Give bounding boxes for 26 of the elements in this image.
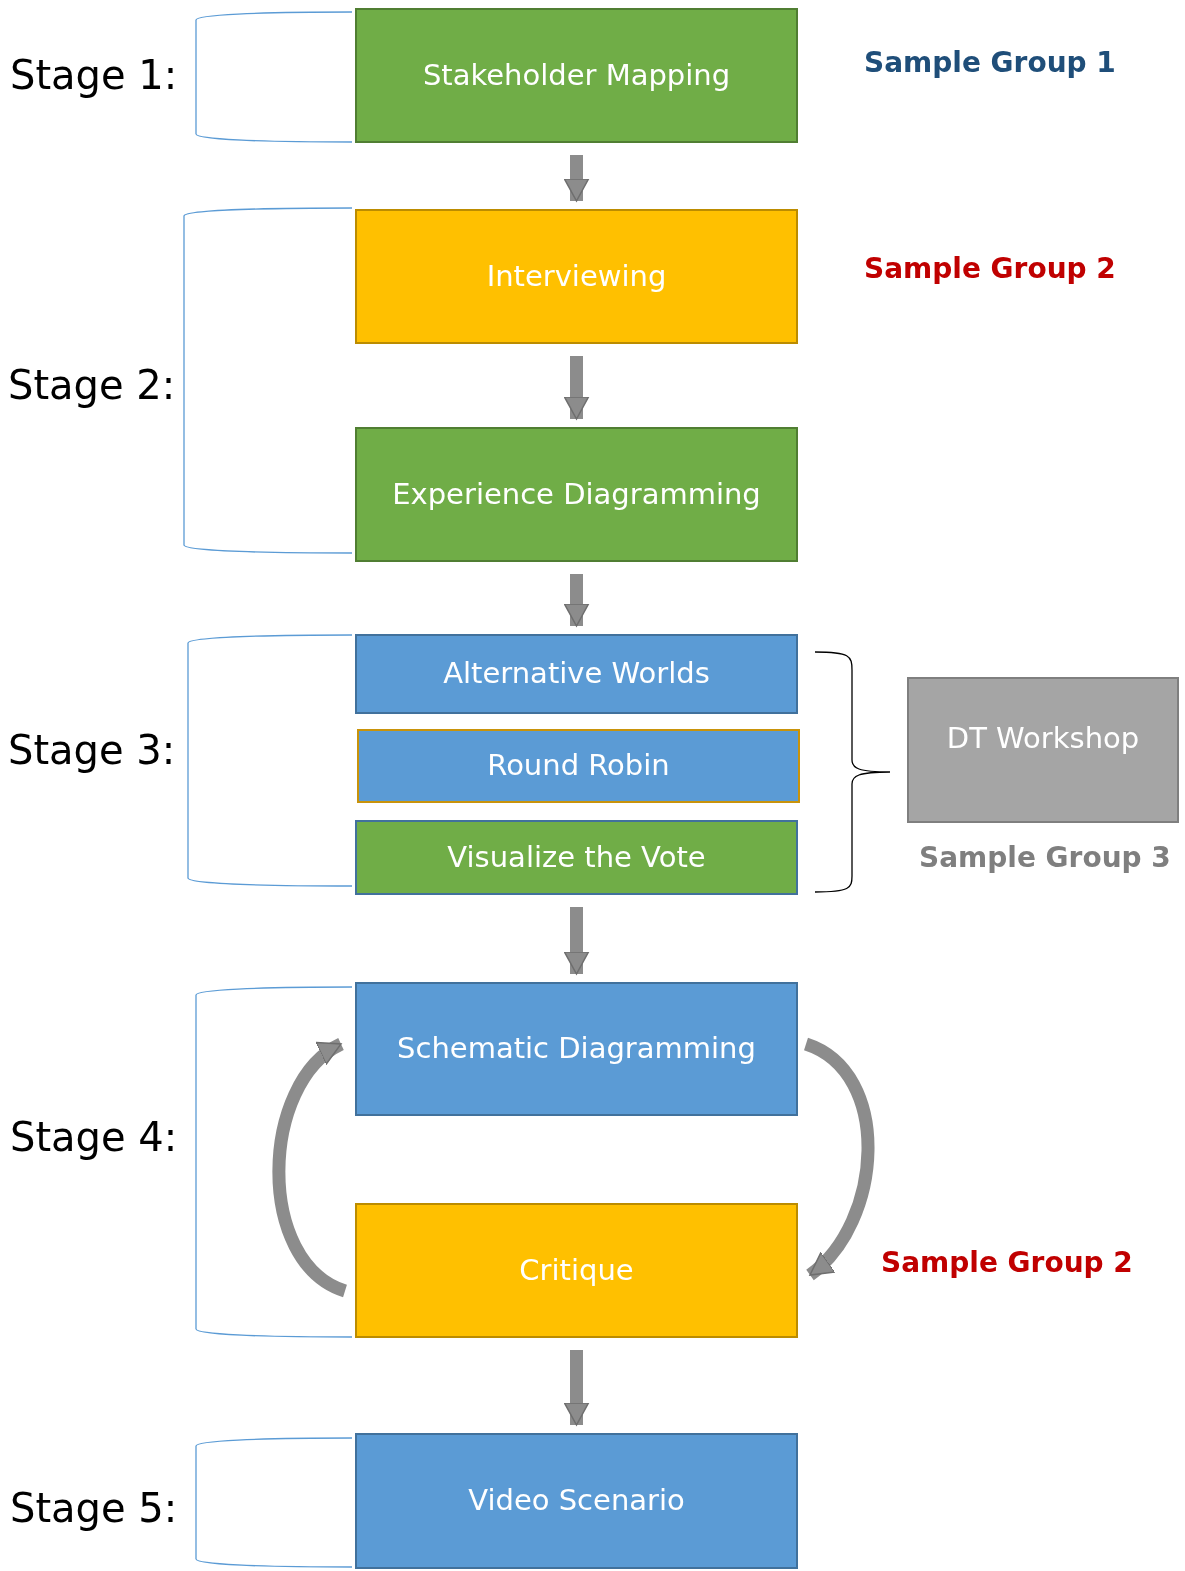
block-arrow xyxy=(272,1038,348,1297)
stage-label: Stage 1: xyxy=(10,52,178,98)
block-arrow xyxy=(803,1038,875,1280)
group-label: Sample Group 2 xyxy=(864,252,1116,285)
stage-label: Stage 2: xyxy=(8,362,176,408)
group-label: Sample Group 1 xyxy=(864,46,1116,79)
block-arrow xyxy=(563,1350,590,1426)
process-box: Interviewing xyxy=(355,209,798,344)
process-box: Video Scenario xyxy=(355,1433,798,1569)
block-arrow xyxy=(563,574,590,627)
group-label: Sample Group 2 xyxy=(881,1246,1133,1279)
stage-label: Stage 4: xyxy=(10,1114,178,1160)
process-box: Stakeholder Mapping xyxy=(355,8,798,143)
group-label: Sample Group 3 xyxy=(919,841,1171,874)
process-box: Schematic Diagramming xyxy=(355,982,798,1116)
process-box: Alternative Worlds xyxy=(355,634,798,714)
process-box: Round Robin xyxy=(357,729,800,803)
block-arrow xyxy=(563,155,590,202)
process-box: Visualize the Vote xyxy=(355,820,798,895)
process-box: Experience Diagramming xyxy=(355,427,798,562)
block-arrow xyxy=(563,356,590,420)
block-arrow xyxy=(563,907,590,975)
stage-label: Stage 3: xyxy=(8,727,176,773)
process-box: Critique xyxy=(355,1203,798,1338)
stage-label: Stage 5: xyxy=(10,1485,178,1531)
workshop-box: DT Workshop xyxy=(907,677,1179,823)
